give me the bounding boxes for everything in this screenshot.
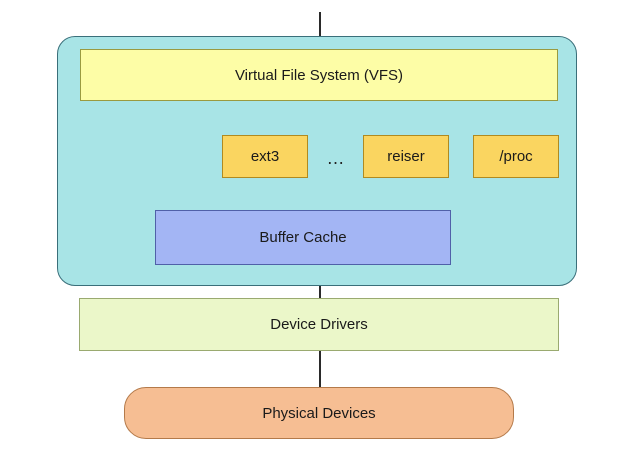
proc-label: /proc [499,148,533,165]
physical-devices-box: Physical Devices [124,387,514,439]
ext3-label: ext3 [250,148,280,165]
connector-device-drivers-to-physical-devices [319,350,321,388]
vfs-box: Virtual File System (VFS) [80,49,558,101]
reiser-label: reiser [387,148,425,165]
more-filesystems-ellipsis: … [326,147,346,168]
device-drivers-box: Device Drivers [79,298,559,351]
connector-top-to-vfs [319,12,321,50]
ext3-box: ext3 [222,135,308,178]
buffer-cache-label: Buffer Cache [259,229,347,246]
reiser-box: reiser [363,135,449,178]
buffer-cache-box: Buffer Cache [155,210,451,265]
vfs-label: Virtual File System (VFS) [234,66,404,84]
proc-box: /proc [473,135,559,178]
physical-devices-label: Physical Devices [262,404,376,422]
device-drivers-label: Device Drivers [270,316,368,333]
